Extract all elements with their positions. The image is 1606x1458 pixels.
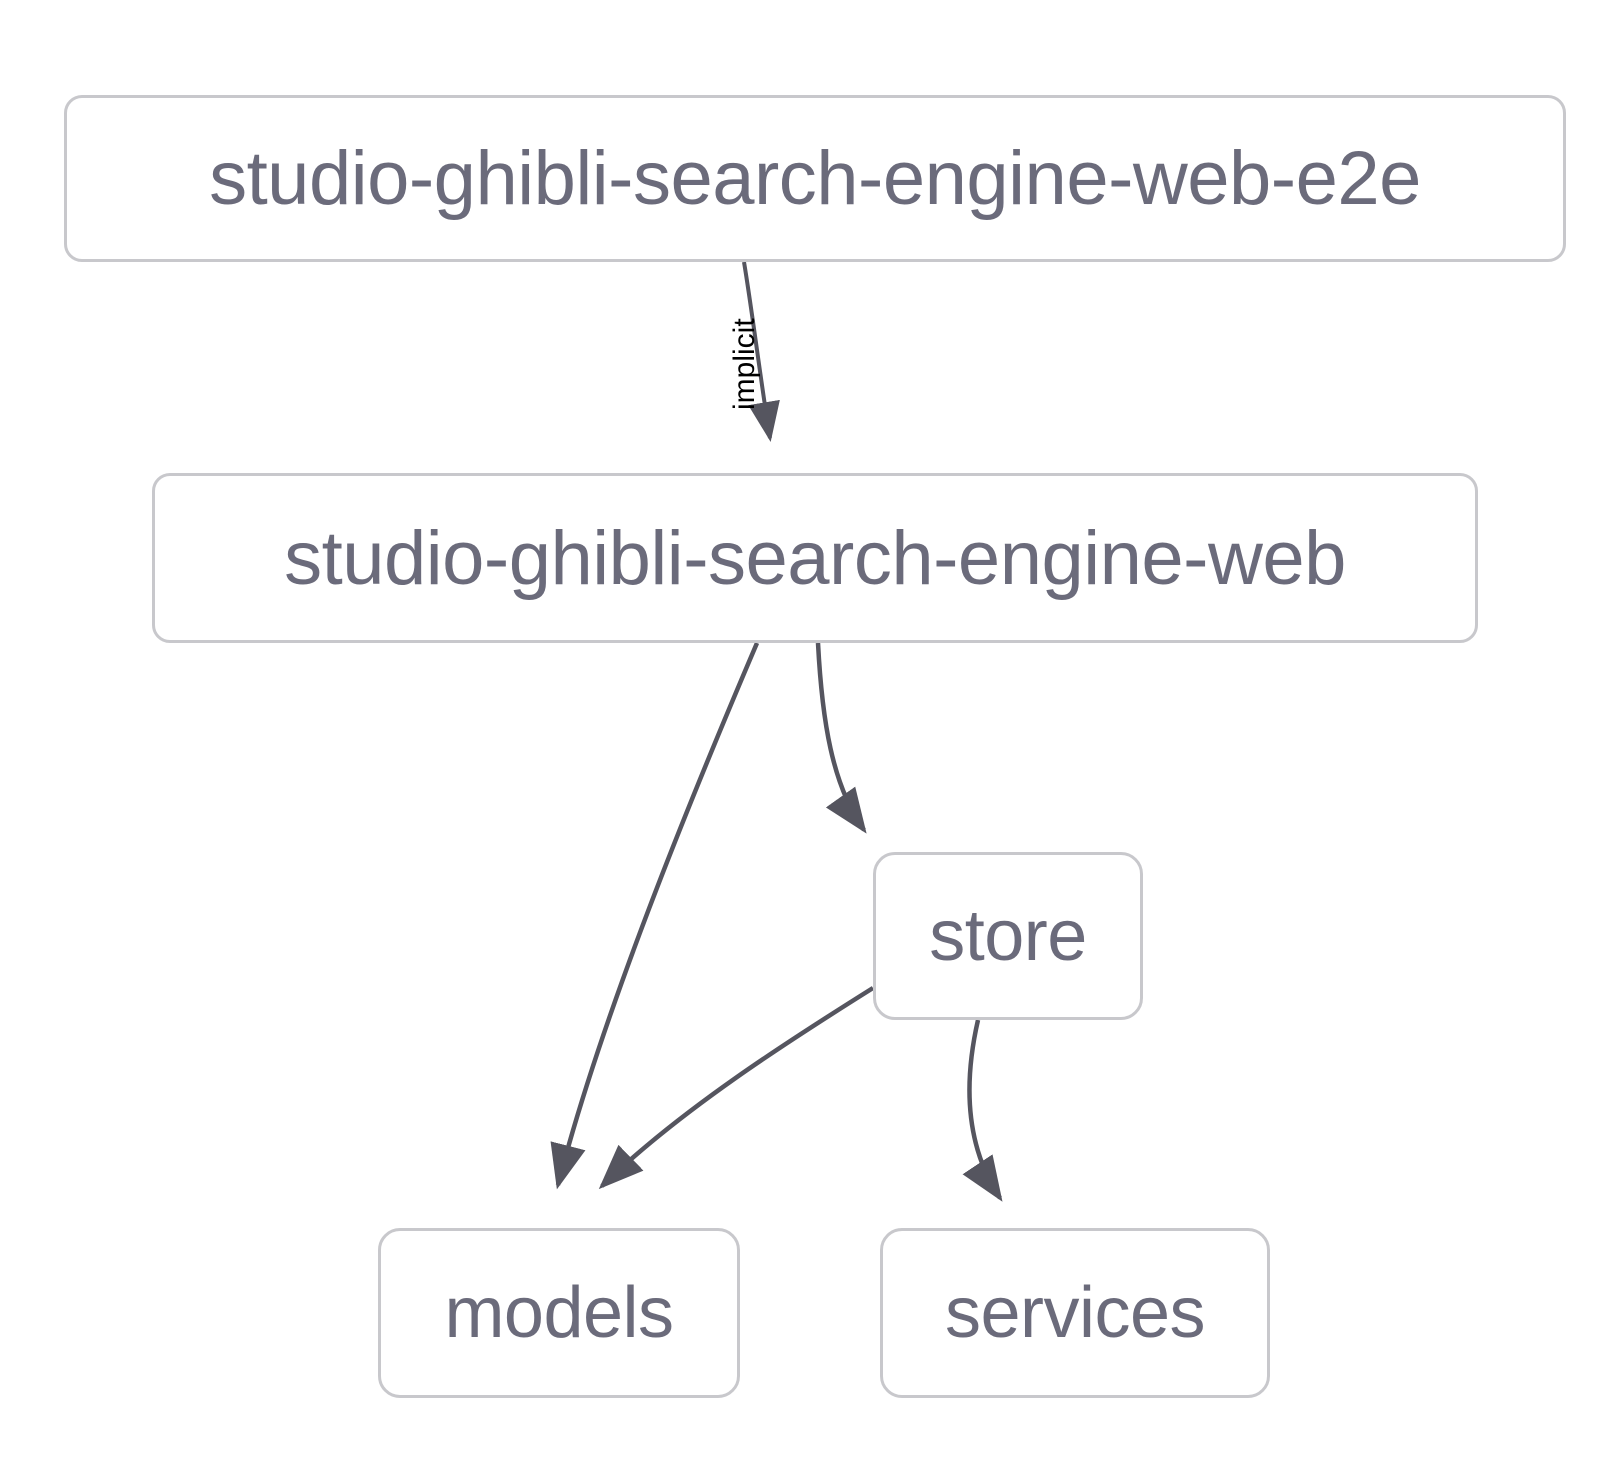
edge-label-implicit: implicit — [728, 318, 761, 410]
graph-node-services[interactable]: services — [880, 1228, 1270, 1398]
edge-web-to-store — [815, 642, 867, 834]
node-label: store — [929, 896, 1087, 976]
node-label: models — [444, 1273, 674, 1353]
edge-e2e-to-web — [742, 261, 780, 442]
graph-node-studio-ghibli-search-engine-web[interactable]: studio-ghibli-search-engine-web — [152, 473, 1478, 643]
edge-store-to-models — [598, 986, 875, 1190]
graph-node-models[interactable]: models — [378, 1228, 740, 1398]
graph-node-studio-ghibli-search-engine-web-e2e[interactable]: studio-ghibli-search-engine-web-e2e — [64, 95, 1566, 262]
graph-node-store[interactable]: store — [873, 852, 1143, 1020]
edge-web-to-models — [550, 642, 760, 1190]
edge-store-to-services — [962, 1019, 1003, 1202]
node-label: studio-ghibli-search-engine-web — [284, 515, 1346, 601]
node-label: studio-ghibli-search-engine-web-e2e — [209, 136, 1421, 221]
node-label: services — [944, 1273, 1206, 1353]
